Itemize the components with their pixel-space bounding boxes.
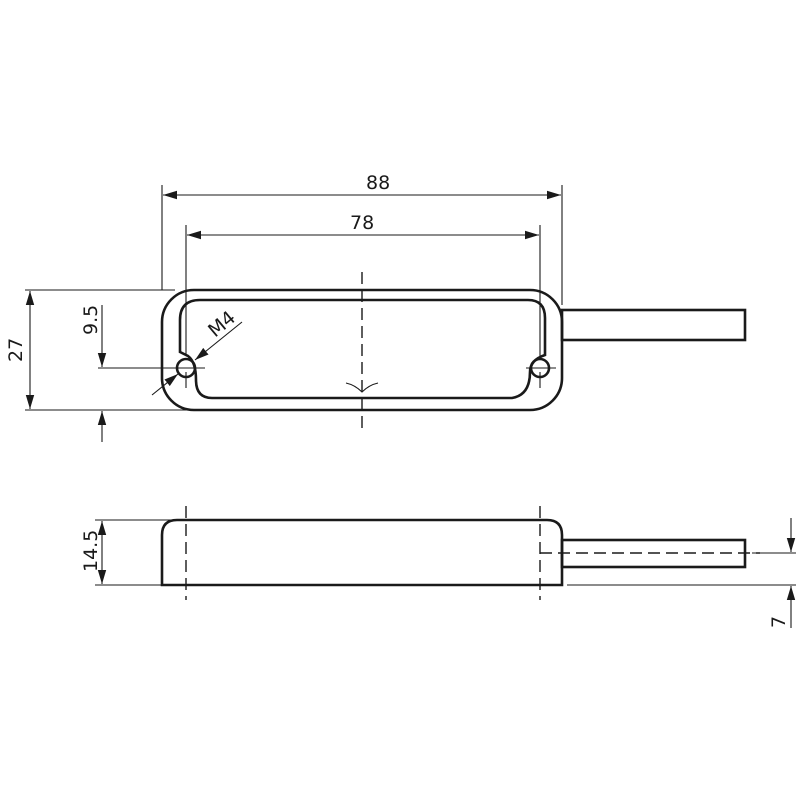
dim-14-5-label: 14.5 [80, 530, 102, 572]
side-view [160, 506, 760, 600]
dimension-width: 27 [5, 289, 205, 411]
cable [560, 308, 747, 342]
dimension-height: 14.5 [80, 519, 185, 586]
dim-7-label: 7 [768, 616, 790, 628]
side-housing [160, 518, 564, 587]
sensing-mark [345, 382, 379, 393]
dim-27-label: 27 [5, 338, 27, 362]
top-view [160, 272, 747, 428]
dimension-hole-spacing: 78 [185, 212, 541, 356]
dim-88-label: 88 [366, 172, 390, 194]
dim-78-label: 78 [350, 212, 374, 234]
dim-9-5-label: 9.5 [80, 305, 102, 335]
dimension-hole-offset: 9.5 [80, 305, 205, 442]
m4-label: M4 [204, 307, 240, 342]
dimension-overall-length: 88 [161, 172, 563, 305]
dimension-cable-height: 7 [567, 518, 796, 628]
